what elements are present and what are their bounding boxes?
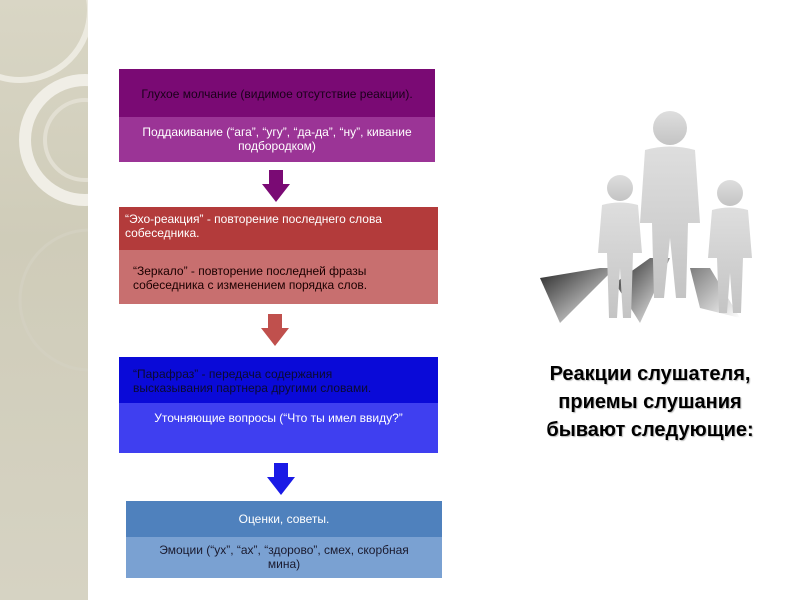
arrow-down-icon	[262, 170, 290, 202]
people-silhouettes-icon	[540, 108, 775, 323]
block-3-top: “Парафраз” - передача содержания высказы…	[119, 357, 438, 403]
block-2-bottom-text: “Зеркало” - повторение последней фразы с…	[133, 264, 368, 292]
block-4-top-text: Оценки, советы.	[238, 512, 330, 526]
arrow-down-icon	[261, 314, 289, 346]
block-2-top-text: “Эхо-реакция” - повторение последнего сл…	[125, 212, 382, 240]
decorative-sidebar	[0, 0, 88, 600]
arrow-down-icon	[267, 463, 295, 495]
block-4-bottom: Эмоции (“ух”, “ах”, “здорово”, смех, ско…	[126, 537, 442, 578]
block-4-top: Оценки, советы.	[126, 501, 442, 537]
block-2-top: “Эхо-реакция” - повторение последнего сл…	[119, 207, 438, 250]
decorative-rings	[0, 0, 88, 372]
listening-block-4: Оценки, советы. Эмоции (“ух”, “ах”, “здо…	[126, 501, 442, 578]
block-3-bottom: Уточняющие вопросы (“Что ты имел ввиду?”	[119, 403, 438, 453]
block-2-bottom: “Зеркало” - повторение последней фразы с…	[119, 250, 438, 304]
block-3-top-text: “Парафраз” - передача содержания высказы…	[133, 367, 372, 395]
block-1-bottom-text: Поддакивание (“ага”, “угу”, “да-да”, “ну…	[142, 125, 412, 153]
listening-block-3: “Парафраз” - передача содержания высказы…	[119, 357, 438, 453]
listening-block-1: Глухое молчание (видимое отсутствие реак…	[119, 69, 435, 162]
caption-line-1: Реакции слушателя,	[549, 363, 751, 385]
block-3-bottom-text: Уточняющие вопросы (“Что ты имел ввиду?”	[154, 411, 403, 425]
block-1-bottom: Поддакивание (“ага”, “угу”, “да-да”, “ну…	[119, 117, 435, 162]
caption-line-2: приемы слушания	[558, 391, 742, 413]
caption-line-3: бывают следующие:	[546, 419, 754, 441]
block-1-top: Глухое молчание (видимое отсутствие реак…	[119, 69, 435, 117]
listening-block-2: “Эхо-реакция” - повторение последнего сл…	[119, 207, 438, 304]
block-4-bottom-text: Эмоции (“ух”, “ах”, “здорово”, смех, ско…	[159, 543, 409, 571]
block-1-top-text: Глухое молчание (видимое отсутствие реак…	[141, 87, 413, 101]
slide-caption: Реакции слушателя, приемы слушания бываю…	[520, 360, 780, 444]
